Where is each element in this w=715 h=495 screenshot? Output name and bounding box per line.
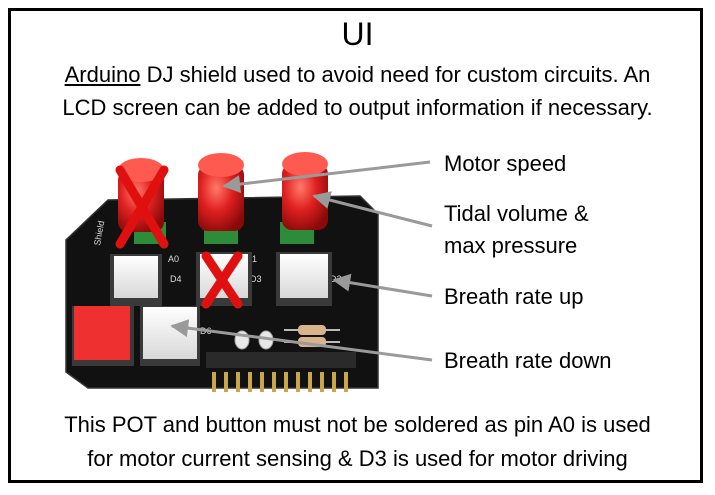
pot-knob-1 [118, 158, 164, 232]
label-breath-rate-up: Breath rate up [444, 284, 583, 310]
button-d6 [140, 306, 200, 366]
label-breath-rate-down: Breath rate down [444, 348, 612, 374]
silk-d4: D4 [170, 274, 182, 284]
button-d2 [276, 252, 332, 306]
pot-knob-2 [198, 153, 244, 231]
button-red [72, 306, 134, 366]
header-socket [206, 352, 356, 368]
footnote-line-1: This POT and button must not be soldered… [0, 412, 715, 438]
footnote-line-2: for motor current sensing & D3 is used f… [0, 446, 715, 472]
pot-knob-3 [282, 152, 328, 230]
label-tidal-volume-2: max pressure [444, 233, 577, 259]
silk-a0: A0 [168, 254, 179, 264]
label-motor-speed: Motor speed [444, 151, 566, 177]
button-a0 [110, 254, 162, 306]
label-tidal-volume-1: Tidal volume & [444, 201, 589, 227]
